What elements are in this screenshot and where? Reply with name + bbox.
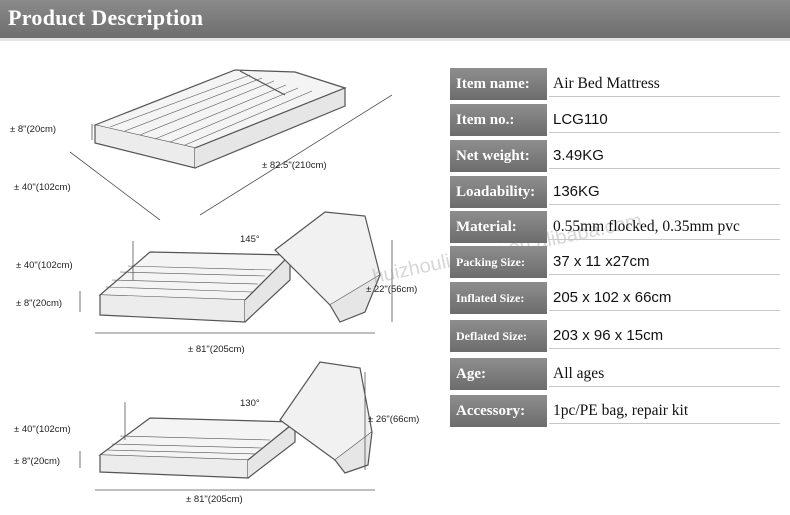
spec-row-inflated-size: Inflated Size: 205 x 102 x 66cm (450, 282, 780, 314)
spec-value: 0.55mm flocked, 0.35mm pvc (549, 214, 780, 240)
spec-label: Age: (450, 358, 547, 390)
spec-row-item-name: Item name: Air Bed Mattress (450, 68, 780, 100)
recline2-angle-label: 130° (240, 398, 260, 409)
recline2-back-height-label: ± 26"(66cm) (368, 414, 419, 425)
recline-145-illustration (98, 211, 381, 323)
spec-label: Item no.: (450, 104, 547, 136)
spec-row-packing-size: Packing Size: 37 x 11 x27cm (450, 246, 780, 278)
page-title: Product Description (8, 5, 204, 30)
spec-value: All ages (549, 361, 780, 387)
recline1-width-label: ± 40"(102cm) (16, 260, 73, 271)
mattress-dimension-drawing: ± 8"(20cm) ± 40"(102cm) ± 82.5"(210cm) 1… (10, 69, 419, 505)
spec-row-net-weight: Net weight: 3.49KG (450, 140, 780, 172)
spec-label: Accessory: (450, 395, 547, 427)
recline2-height-label: ± 8"(20cm) (14, 456, 60, 467)
spec-value: 136KG (549, 179, 780, 205)
flat-length-label: ± 82.5"(210cm) (262, 160, 327, 171)
recline1-length-label: ± 81"(205cm) (188, 344, 245, 355)
spec-row-age: Age: All ages (450, 358, 780, 390)
flat-height-label: ± 8"(20cm) (10, 124, 56, 135)
spec-value: LCG110 (549, 107, 780, 133)
spec-row-loadability: Loadability: 136KG (450, 176, 780, 208)
spec-row-accessory: Accessory: 1pc/PE bag, repair kit (450, 395, 780, 427)
recline2-length-label: ± 81"(205cm) (186, 494, 243, 505)
spec-value: 3.49KG (549, 143, 780, 169)
spec-value: 1pc/PE bag, repair kit (549, 398, 780, 424)
spec-label: Net weight: (450, 140, 547, 172)
recline1-height-label: ± 8"(20cm) (16, 298, 62, 309)
spec-label: Loadability: (450, 176, 547, 208)
spec-label: Packing Size: (450, 246, 547, 278)
flat-width-label: ± 40"(102cm) (14, 182, 71, 193)
spec-label: Material: (450, 211, 547, 243)
spec-label: Deflated Size: (450, 320, 547, 352)
dimension-diagrams: ± 8"(20cm) ± 40"(102cm) ± 82.5"(210cm) 1… (0, 40, 445, 515)
spec-value: 205 x 102 x 66cm (549, 285, 780, 311)
spec-row-deflated-size: Deflated Size: 203 x 96 x 15cm (450, 320, 780, 352)
spec-value: 203 x 96 x 15cm (549, 323, 780, 349)
spec-row-item-no: Item no.: LCG110 (450, 104, 780, 136)
spec-label: Inflated Size: (450, 282, 547, 314)
spec-label: Item name: (450, 68, 547, 100)
header-banner: Product Description (0, 0, 790, 41)
spec-value: Air Bed Mattress (549, 71, 780, 97)
spec-value: 37 x 11 x27cm (549, 249, 780, 275)
recline1-back-height-label: ± 22"(56cm) (366, 284, 417, 295)
flat-mattress-illustration (92, 69, 347, 169)
recline2-width-label: ± 40"(102cm) (14, 424, 71, 435)
spec-row-material: Material: 0.55mm flocked, 0.35mm pvc (450, 211, 780, 243)
recline1-angle-label: 145° (240, 234, 260, 245)
recline-130-illustration (98, 361, 373, 479)
